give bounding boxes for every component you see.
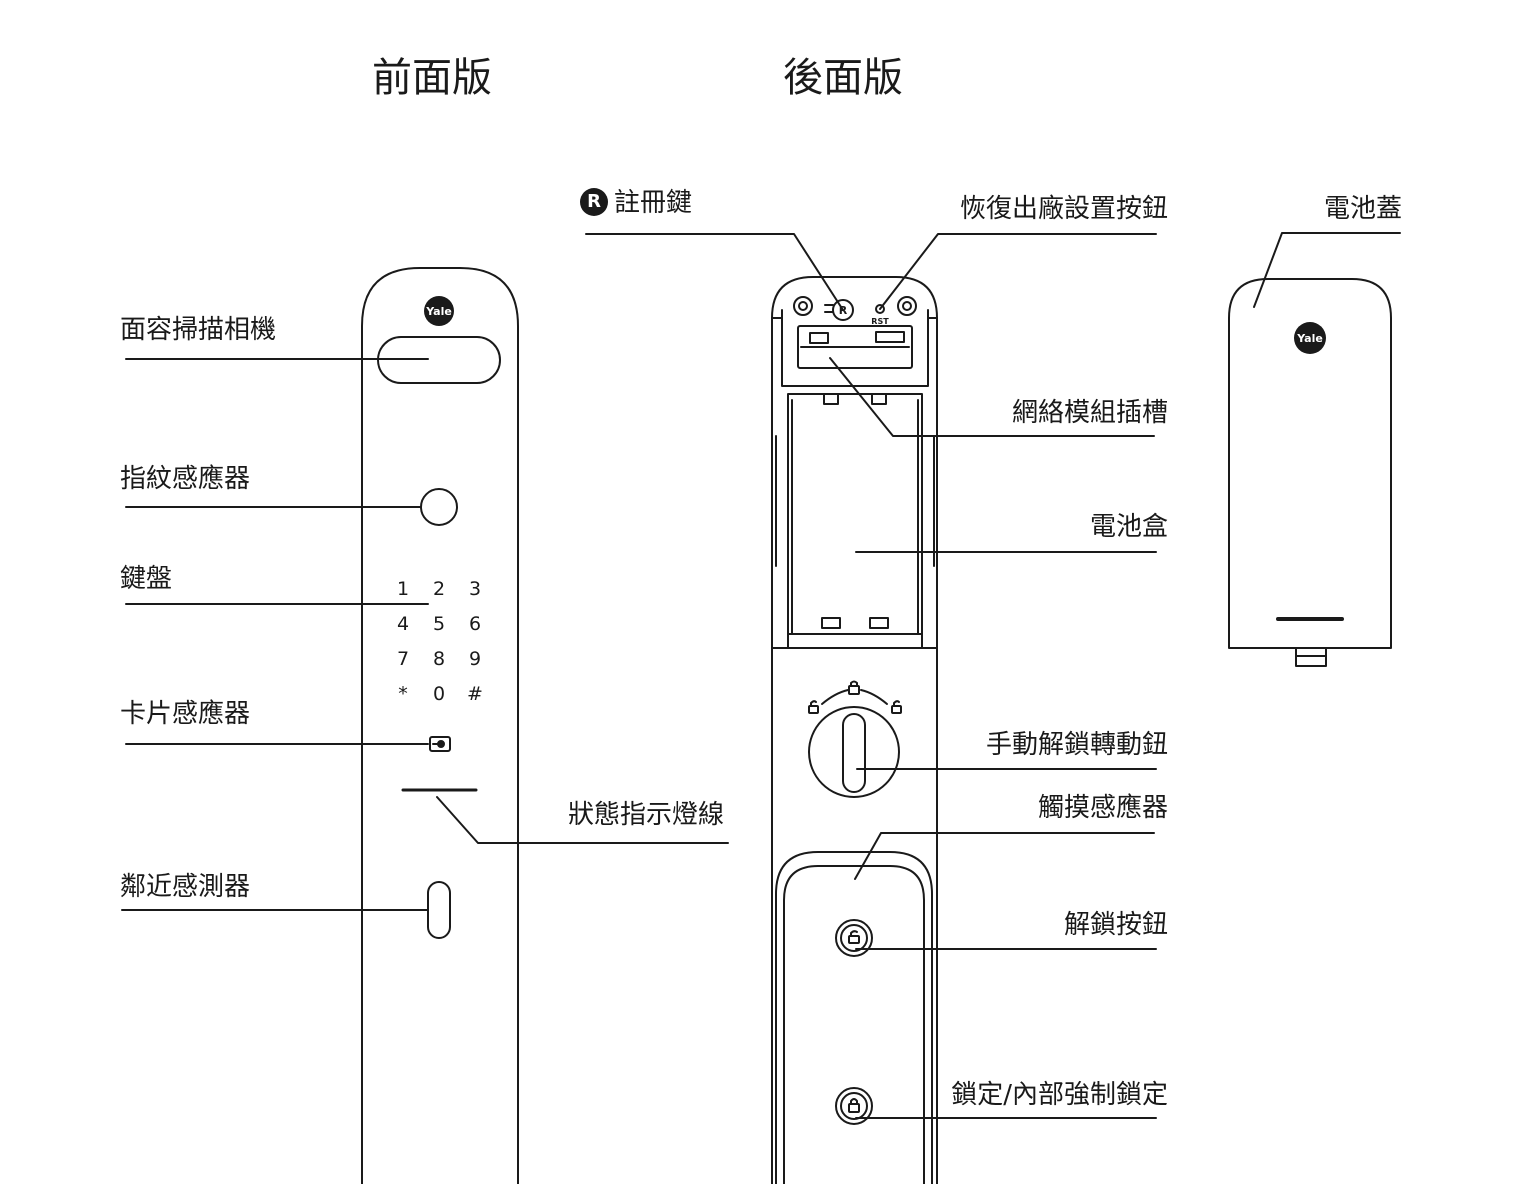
leader-register (585, 233, 844, 311)
leader-network-slot (829, 357, 1155, 437)
cover-logo-badge (1294, 322, 1326, 354)
register-button-graphic (832, 299, 854, 321)
front-logo-badge (424, 296, 454, 326)
knob-unlock-icon-right (891, 700, 902, 714)
cover-logo-text: Yale (1296, 332, 1323, 345)
label-status-light: 狀態指示燈線 (568, 800, 725, 830)
keypad-key: 6 (468, 613, 482, 635)
keypad-key: 5 (432, 613, 446, 635)
label-touch-sensor: 觸摸感應器 (1037, 793, 1168, 823)
keypad-key: 9 (468, 648, 482, 670)
keypad-key: 4 (396, 613, 410, 635)
touch-sensor-pad (775, 851, 933, 1184)
front-panel-outline (361, 267, 519, 1184)
label-lock-button: 鎖定/內部強制鎖定 (951, 1080, 1168, 1110)
keypad-key: 8 (432, 648, 446, 670)
reset-button-graphic (875, 304, 885, 314)
leader-status-light (436, 796, 729, 844)
battery-bay-frame (781, 309, 929, 387)
label-battery-cover: 電池蓋 (1323, 194, 1402, 224)
back-panel-title: 後面版 (783, 55, 903, 101)
fingerprint-sensor (420, 488, 458, 526)
label-unlock-button: 解鎖按鈕 (1063, 910, 1168, 940)
reset-tag-text: RST (871, 317, 889, 326)
keypad-key: 1 (396, 578, 410, 600)
front-panel-title: 前面版 (372, 55, 492, 101)
label-card-sensor: 卡片感應器 (120, 699, 251, 729)
leader-touch-sensor (854, 832, 1155, 880)
back-panel-outline (771, 276, 938, 1184)
label-manual-knob: 手動解鎖轉動鈕 (985, 730, 1168, 760)
unlock-icon (848, 930, 860, 944)
keypad-key: 2 (432, 578, 446, 600)
manual-unlock-knob (808, 706, 900, 798)
register-mark-on-device: R (839, 304, 848, 317)
unlock-button-graphic (835, 919, 873, 957)
label-fingerprint: 指紋感應器 (120, 464, 251, 494)
keypad-key: # (467, 683, 483, 705)
lock-button-graphic (835, 1087, 873, 1125)
screw-right (897, 296, 917, 316)
battery-cover-outline (1228, 278, 1392, 649)
label-network-slot: 網絡模組插槽 (1011, 398, 1168, 428)
lock-icon (848, 1098, 860, 1113)
knob-unlock-icon-left (808, 700, 819, 714)
keypad-key: * (398, 683, 408, 705)
leader-factory-reset (879, 233, 1157, 310)
front-logo-text: Yale (425, 305, 452, 318)
label-register-text: 註冊鍵 (614, 188, 693, 218)
proximity-sensor-window (427, 881, 451, 939)
leader-battery-cover (1253, 232, 1401, 308)
keypad-key: 0 (432, 683, 446, 705)
label-keypad: 鍵盤 (120, 564, 173, 594)
label-face-camera: 面容掃描相機 (120, 315, 277, 345)
register-mark-icon: R (580, 187, 608, 216)
battery-box (787, 393, 923, 649)
screw-left (793, 296, 813, 316)
keypad-key: 7 (396, 648, 410, 670)
knob-lock-icon (848, 680, 860, 695)
card-sensor-icon (429, 736, 451, 752)
label-proximity: 鄰近感測器 (120, 872, 251, 902)
label-factory-reset: 恢復出廠設置按鈕 (959, 194, 1168, 224)
network-module-slot (797, 325, 913, 369)
keypad-key: 3 (468, 578, 482, 600)
label-battery-box: 電池盒 (1089, 512, 1168, 542)
